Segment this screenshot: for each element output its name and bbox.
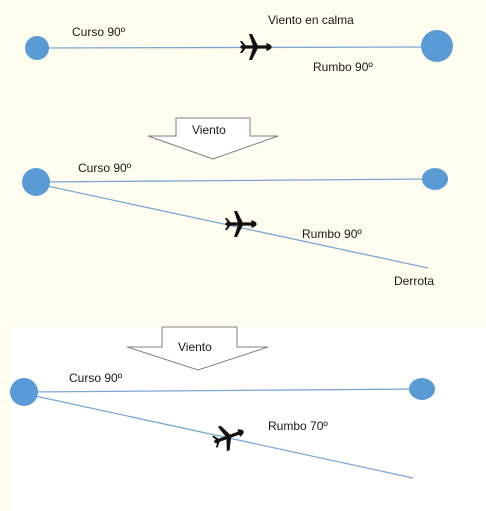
- wind-label: Viento: [192, 123, 226, 137]
- airplane-icon: [207, 418, 249, 456]
- panel-wind-heading-90: Curso 90º Rumbo 90º Derrota: [22, 161, 448, 288]
- wind-arrow-2: Viento: [126, 326, 269, 371]
- heading-label: Rumbo 70º: [268, 419, 328, 433]
- destination-node: [409, 378, 435, 400]
- origin-node: [25, 36, 49, 60]
- course-line: [35, 178, 435, 183]
- background-top: [0, 0, 486, 326]
- background-bottom: [0, 326, 486, 511]
- origin-node: [22, 168, 50, 196]
- panel-wind-heading-70: Curso 90º Rumbo 70º: [10, 371, 435, 479]
- destination-node: [421, 30, 453, 62]
- calm-wind-label: Viento en calma: [268, 13, 354, 27]
- heading-label: Rumbo 90º: [313, 60, 373, 74]
- down-arrow-shape: [147, 117, 279, 160]
- airplane-icon: [223, 209, 257, 239]
- course-label: Curso 90º: [72, 25, 126, 39]
- track-label: Derrota: [394, 274, 434, 288]
- panel-calm-wind: Curso 90º Viento en calma Rumbo 90º: [25, 13, 453, 74]
- track-line: [25, 393, 414, 479]
- course-line: [36, 46, 438, 49]
- destination-node: [422, 168, 448, 190]
- course-label: Curso 90º: [69, 371, 123, 385]
- airplane-icon: [238, 32, 272, 62]
- wind-arrow-1: Viento: [147, 117, 279, 160]
- down-arrow-shape: [126, 326, 269, 371]
- course-line: [23, 388, 423, 393]
- track-line: [37, 183, 429, 269]
- origin-node: [10, 378, 38, 406]
- wind-label: Viento: [178, 340, 212, 354]
- background-left-strip: [0, 326, 10, 511]
- heading-label: Rumbo 90º: [302, 227, 362, 241]
- course-label: Curso 90º: [78, 161, 132, 175]
